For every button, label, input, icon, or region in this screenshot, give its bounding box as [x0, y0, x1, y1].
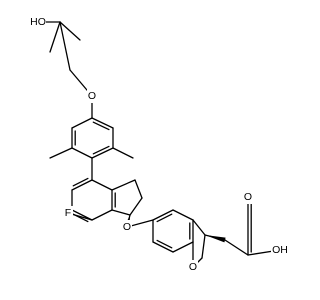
bond-Q3-B5 [111, 209, 131, 216]
atom-label-o-carbonyl: O [244, 191, 252, 203]
atom-label-o-aryl-ether: O [123, 221, 131, 233]
bond-line [134, 179, 143, 199]
bond-line [71, 209, 93, 221]
bond-line [59, 21, 71, 71]
bond-line [71, 147, 93, 159]
atom-label-o-furan: O [189, 261, 197, 273]
bond-line-second [156, 239, 173, 249]
bond-layer [37, 21, 281, 268]
bond-line [71, 117, 93, 129]
bond-line [111, 209, 131, 216]
bond-line [91, 209, 113, 221]
bond-line [152, 241, 174, 253]
bond-Q1-Q2 [134, 179, 143, 199]
bond-B6-B1 [91, 179, 113, 191]
bond-line [129, 197, 143, 216]
bond-line [201, 234, 206, 259]
furan-oxygen-label: O [188, 260, 198, 274]
bond-line [111, 179, 136, 191]
bond-line [192, 219, 206, 236]
bond-C1-Me2 [59, 21, 81, 41]
atom-label-oh: OH [272, 244, 288, 256]
bond-line-second [72, 177, 89, 187]
aryl-ether-oxygen-label: O [122, 220, 132, 234]
carboxyl-oh-label: OH [271, 243, 289, 257]
hydroxyl-ho-label: HO [30, 15, 46, 29]
bond-line [224, 239, 249, 256]
bond-C1-Me1 [49, 21, 61, 53]
carbonyl-oxygen-label: O [243, 190, 253, 204]
bond-B1-B2 [71, 177, 93, 191]
bond-D3-E1 [192, 219, 206, 236]
bond-line [59, 21, 81, 41]
bond-line [91, 117, 114, 129]
bond-B4-B5 [91, 209, 113, 221]
stereo-wedge-dihydrobenzofuran [205, 235, 226, 243]
ether-oxygen-label: O [87, 89, 97, 103]
bond-A4-A5 [71, 147, 93, 159]
bond-D4-D5 [172, 241, 194, 253]
bond-A5-A6 [71, 127, 76, 149]
bond-line [172, 209, 194, 221]
bond-D5-D6 [152, 239, 174, 253]
bond-G1-G2 [224, 239, 249, 256]
bond-line [112, 147, 134, 159]
chemical-structure-diagram: HO O F O O O OH [30, 15, 289, 274]
bond-line [49, 147, 73, 159]
atom-label-f: F [65, 207, 71, 219]
bond-G2-O5 [247, 196, 252, 256]
bond-line [91, 179, 113, 191]
stereo-wedge-dihydrobenzofuran-group [205, 235, 226, 243]
bond-D2-D3 [172, 209, 194, 221]
bond-C1-C2 [59, 21, 71, 71]
atom-label-ho: HO [30, 16, 46, 28]
bond-line-second [156, 213, 173, 223]
bond-D1-D2 [152, 209, 174, 223]
bond-E1-E2 [201, 234, 206, 259]
bond-line [49, 21, 61, 53]
fluorine-label: F [63, 206, 73, 220]
bond-B5-B6 [111, 189, 116, 211]
bond-line [91, 147, 114, 159]
bond-A6-A1 [71, 117, 93, 129]
atom-label-layer: HO O F O O O OH [30, 15, 289, 274]
bond-line-second [92, 145, 110, 155]
bond-D3-D4 [189, 219, 194, 243]
bond-A1-A2 [91, 117, 114, 131]
bond-B6-Q1 [111, 179, 136, 191]
bond-line [172, 241, 194, 253]
bond-Q2-Q3 [129, 197, 143, 216]
bond-line [152, 209, 174, 221]
bond-line-second [92, 121, 110, 131]
bond-A3-M2 [112, 147, 134, 159]
bond-line [71, 179, 93, 191]
bond-A5-M1 [49, 147, 73, 159]
atom-label-o-ether: O [88, 90, 96, 102]
bond-A3-A4 [91, 145, 114, 159]
